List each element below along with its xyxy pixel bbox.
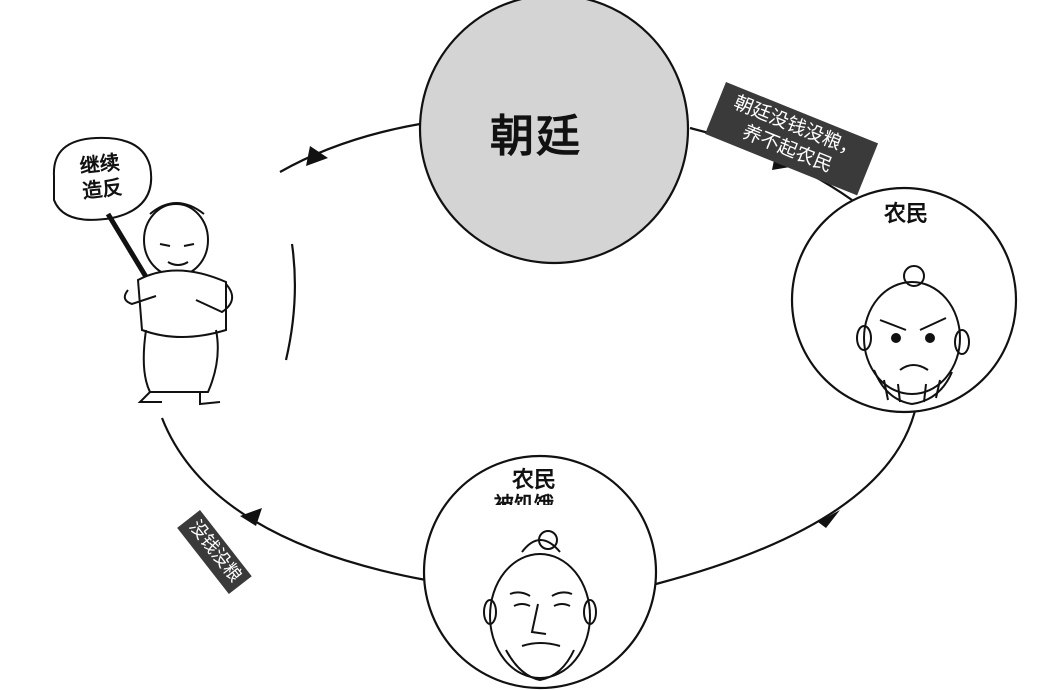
angry-farmer-face-icon: [856, 265, 970, 406]
sign-board: [52, 136, 153, 221]
arrowhead-icon: [818, 510, 840, 528]
farmer-right-node: [790, 186, 1018, 414]
arrowhead-icon: [306, 146, 328, 166]
farmer-bottom-sublabel: 被饥饿: [494, 492, 554, 505]
farmer-bottom-label: 农民: [512, 467, 557, 493]
arc-farmer-right-to-bottom: [655, 395, 920, 586]
court-node: [418, 0, 690, 265]
hungry-farmer-face-icon: [483, 530, 597, 682]
arrowhead-icon: [240, 508, 262, 526]
court-label: 朝廷: [490, 111, 582, 162]
farmer-bottom-node: [422, 454, 658, 690]
rebel-with-sign-icon: [52, 136, 233, 406]
arc-rebel-to-court: [279, 122, 421, 173]
arc-rebel-left: [284, 243, 297, 361]
rebel-sign-text: 继续 造反: [78, 150, 124, 203]
farmer-right-label: 农民: [884, 201, 929, 227]
